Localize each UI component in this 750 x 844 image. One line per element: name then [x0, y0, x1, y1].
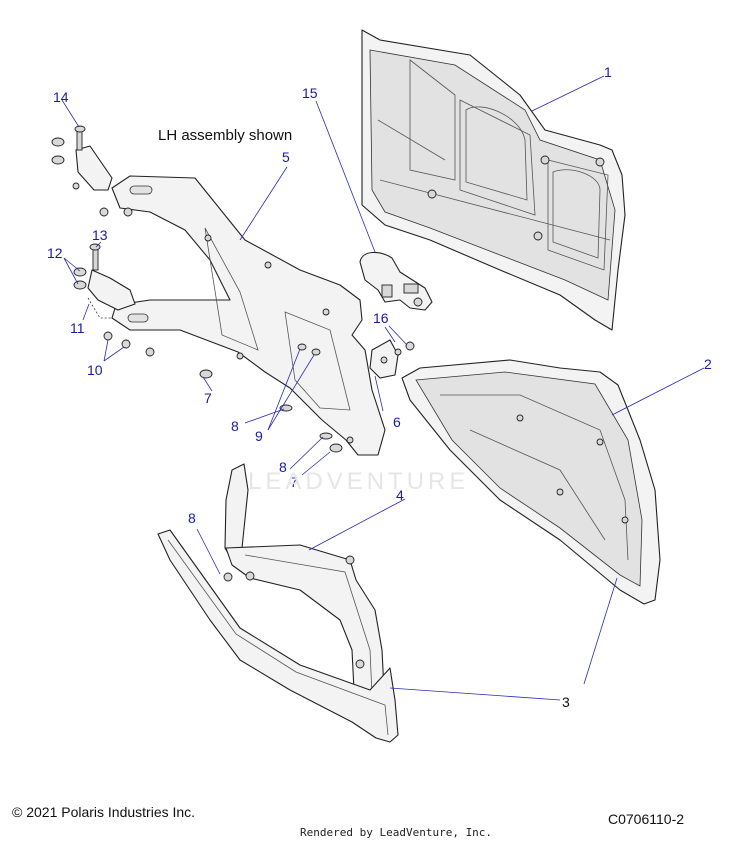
- callout-11: 11: [70, 320, 85, 336]
- callout-7a: 7: [204, 390, 212, 406]
- callout-3: 3: [562, 694, 570, 710]
- callout-7b: 7: [290, 474, 298, 490]
- callout-1: 1: [604, 64, 612, 80]
- callout-12: 12: [47, 245, 63, 261]
- callout-8b: 8: [279, 459, 287, 475]
- upper-hinge-part-14: [51, 125, 113, 191]
- callout-9: 9: [255, 428, 263, 444]
- callout-8a: 8: [231, 418, 239, 434]
- drawing-number: C0706110-2: [608, 811, 685, 827]
- callout-15: 15: [302, 85, 318, 101]
- screws-part-10: [99, 207, 155, 357]
- seal-part-3: [157, 529, 399, 743]
- callout-8c: 8: [188, 510, 196, 526]
- lower-door-panel-part-2: [401, 359, 661, 605]
- callouts: 1 2 3 4 5 6 7 7 8 8 8 9 10 11 12 13 14 1…: [47, 64, 712, 710]
- lower-hinge-part-13: [73, 243, 136, 319]
- callout-2: 2: [704, 356, 712, 372]
- door-frame-part-5: [111, 175, 386, 456]
- latch-part-15: [359, 251, 433, 311]
- callout-6: 6: [393, 414, 401, 430]
- watermark-text: LEADVENTURE: [248, 468, 470, 495]
- rendered-by-credit: Rendered by LeadVenture, Inc.: [300, 826, 493, 839]
- callout-16: 16: [373, 310, 389, 326]
- callout-13: 13: [92, 227, 108, 243]
- callout-4: 4: [396, 487, 404, 503]
- callout-5: 5: [282, 149, 290, 165]
- assembly-note: LH assembly shown: [158, 127, 293, 144]
- callout-10: 10: [87, 362, 103, 378]
- leader-lines: [61, 75, 705, 701]
- callout-14: 14: [53, 89, 69, 105]
- striker-bracket-part-6: [369, 339, 415, 379]
- copyright-text: © 2021 Polaris Industries Inc.: [12, 804, 196, 820]
- upper-door-panel-part-1: [361, 29, 626, 331]
- lower-frame-part-4: [223, 463, 385, 706]
